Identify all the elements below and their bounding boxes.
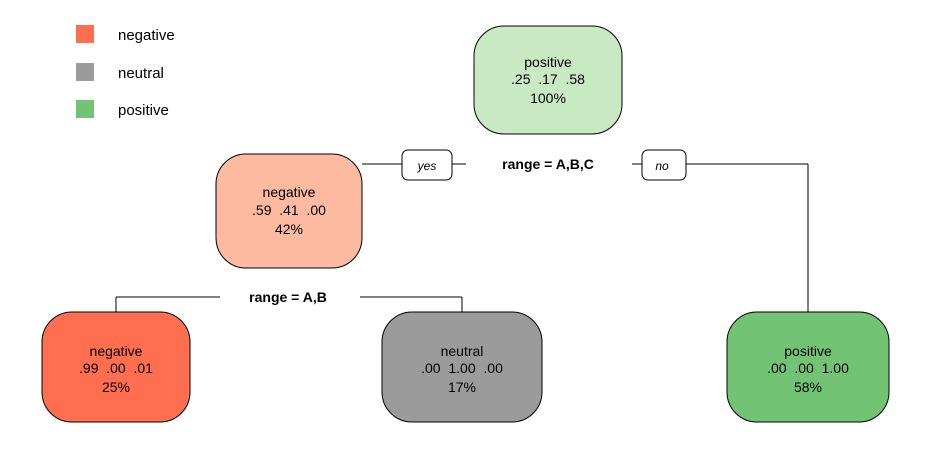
legend: negative neutral positive	[76, 25, 175, 119]
branch-yes-text: yes	[417, 159, 437, 173]
legend-label-negative: negative	[118, 27, 175, 44]
legend-swatch-negative	[76, 25, 94, 43]
node-right-pct: 58%	[794, 379, 822, 395]
tree-edges	[115, 163, 809, 312]
legend-swatch-neutral	[76, 63, 94, 81]
node-left-left-pct: 25%	[102, 379, 130, 395]
legend-label-neutral: neutral	[118, 65, 164, 82]
branch-no-text: no	[655, 159, 669, 173]
branch-label-yes: yes	[401, 149, 453, 181]
node-left-right-class: neutral	[441, 343, 484, 359]
node-root-class: positive	[524, 54, 572, 70]
node-root-pct: 100%	[530, 90, 566, 106]
node-left-left-probs: .99 .00 .01	[79, 360, 153, 376]
node-root-probs: .25 .17 .58	[511, 71, 585, 87]
node-right: positive .00 .00 1.00 58%	[726, 311, 890, 423]
branch-label-no: no	[641, 149, 687, 181]
legend-swatch-positive	[76, 100, 94, 118]
split-label-root: range = A,B,C	[502, 156, 594, 172]
node-root: positive .25 .17 .58 100%	[473, 25, 623, 135]
legend-label-positive: positive	[118, 102, 169, 119]
node-left-right-pct: 17%	[448, 379, 476, 395]
node-left-pct: 42%	[275, 221, 303, 237]
node-left-left-class: negative	[90, 343, 143, 359]
split-label-left: range = A,B	[249, 289, 327, 305]
node-left-probs: .59 .41 .00	[252, 202, 326, 218]
node-left-left: negative .99 .00 .01 25%	[41, 311, 191, 423]
node-left-class: negative	[263, 184, 316, 200]
node-left-right-probs: .00 1.00 .00	[421, 360, 503, 376]
node-right-probs: .00 .00 1.00	[767, 360, 849, 376]
node-left: negative .59 .41 .00 42%	[215, 153, 363, 269]
node-left-right: neutral .00 1.00 .00 17%	[381, 311, 543, 423]
node-right-class: positive	[784, 343, 832, 359]
